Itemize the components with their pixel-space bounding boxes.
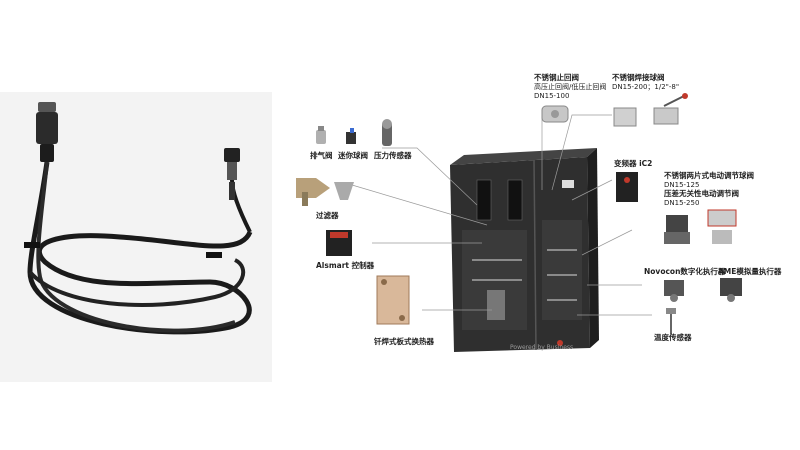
cabinet-icon — [450, 148, 599, 352]
brazed-plate-hx-icon — [376, 275, 410, 325]
cabinet-illustration — [296, 93, 742, 352]
vfd-icon — [616, 172, 638, 202]
label-temp-sensor: 温度传感器 — [654, 333, 692, 342]
check-valve-icon — [541, 105, 569, 123]
label-check-valve-title: 不锈钢止回阀 — [534, 73, 579, 82]
label-novocon: Novocon数字化执行器 — [644, 267, 726, 276]
m12-connector-icon — [36, 102, 58, 162]
novocon-actuator-icon — [664, 280, 684, 302]
label-electric-valve-size-1: DN15-125 — [664, 181, 700, 189]
label-pressure-sensor: 压力传感器 — [374, 151, 412, 160]
label-ame: AME模拟量执行器 — [718, 267, 782, 276]
label-check-valve-size: DN15-100 — [534, 92, 570, 100]
label-welded-ball-valve-size: DN15-200；1/2"-8" — [612, 83, 680, 91]
watermark: Powered by Business — [510, 344, 574, 351]
temp-sensor-icon — [666, 308, 676, 334]
mini-ball-valve-icon — [346, 128, 356, 144]
small-connector-icon — [224, 148, 240, 200]
label-electric-valve-title-1: 不锈钢两片式电动调节球阀 — [664, 171, 754, 180]
label-brazed-plate-hx: 钎焊式板式换热器 — [374, 337, 434, 346]
label-exhaust-valve: 排气阀 — [310, 151, 333, 160]
cable-photo — [24, 102, 253, 335]
label-mini-ball-valve: 迷你球阀 — [338, 151, 368, 160]
label-check-valve-sub: 高压止回阀/低压止回阀 — [534, 83, 607, 91]
label-electric-valve-title-2: 压差无关性电动调节阀 — [664, 189, 739, 198]
ame-actuator-icon — [720, 278, 742, 302]
welded-ball-valve-icon — [613, 93, 688, 127]
label-filter: 过滤器 — [316, 211, 339, 220]
label-vfd: 变频器 iC2 — [614, 159, 653, 168]
pressure-sensor-icon — [382, 119, 392, 146]
label-electric-valve-size-2: DN15-250 — [664, 199, 700, 207]
filter-icon — [296, 178, 354, 206]
exhaust-valve-icon — [316, 126, 326, 144]
system-diagram: 排气阀 迷你球阀 压力传感器 过滤器 Alsmart 控制器 钎焊式板式换热器 … — [272, 60, 800, 360]
label-alsmart-controller: Alsmart 控制器 — [316, 261, 375, 270]
alsmart-controller-icon — [326, 230, 352, 256]
label-welded-ball-valve-title: 不锈钢焊接球阀 — [612, 73, 665, 82]
electric-valve-icon — [664, 209, 737, 244]
